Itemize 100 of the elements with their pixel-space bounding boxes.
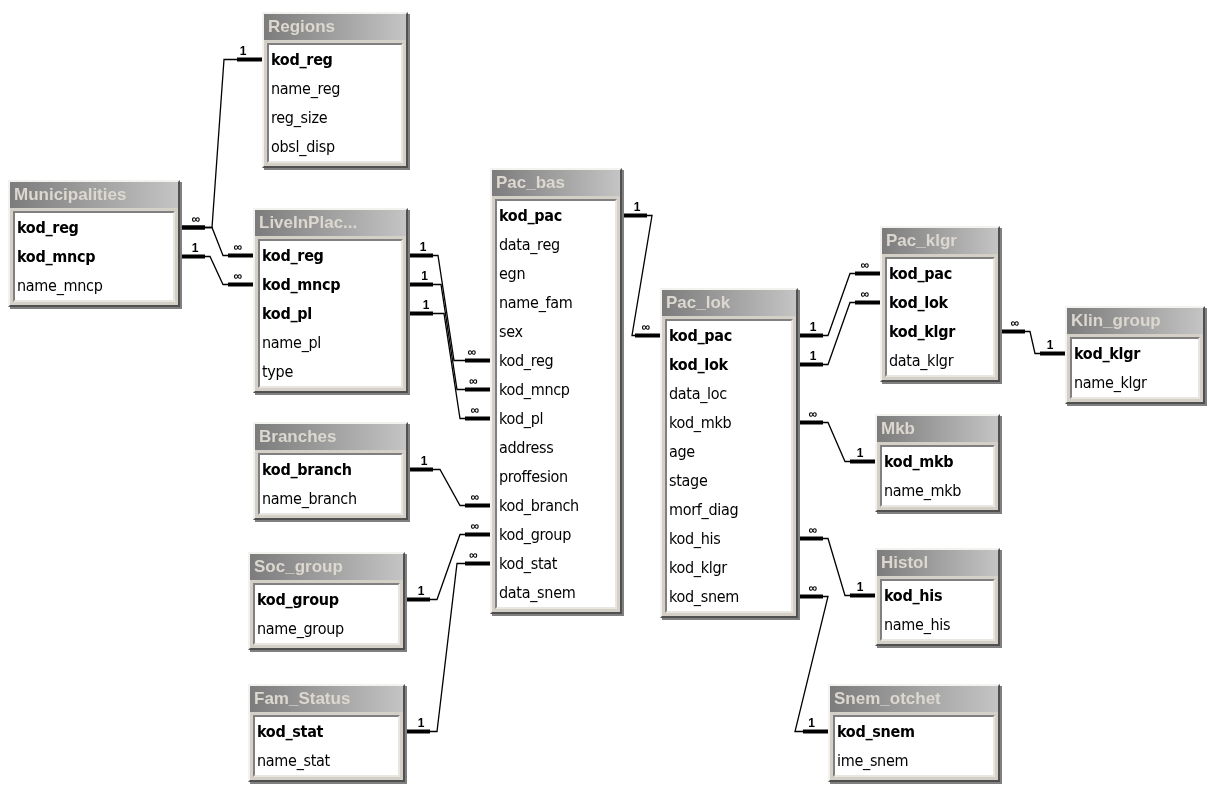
cardinality-label: ∞ <box>233 240 243 254</box>
field-name: obsl_disp <box>271 136 336 158</box>
field-name: name_klgr <box>1074 372 1148 394</box>
field-name: name_fam <box>499 292 574 314</box>
table-card <box>828 684 1000 782</box>
cardinality-label: ∞ <box>641 320 651 334</box>
cardinality-label: ∞ <box>191 212 201 226</box>
key-field-name: kod_his <box>884 585 944 607</box>
table-title: Fam_Status <box>250 686 403 712</box>
cardinality-label: ∞ <box>470 490 480 504</box>
key-field-name: kod_klgr <box>889 321 957 343</box>
field-name: address <box>499 437 555 459</box>
relationship-line <box>404 532 491 602</box>
field-name: name_pl <box>262 332 323 354</box>
key-field-name: kod_mncp <box>17 246 97 268</box>
cardinality-label: ∞ <box>233 269 243 283</box>
key-field-name: kod_reg <box>17 217 80 239</box>
relationship-line <box>179 254 254 287</box>
table-title: Mkb <box>877 416 998 442</box>
field-name: kod_group <box>499 524 572 546</box>
table-card <box>248 552 405 650</box>
cardinality-label: 1 <box>417 716 425 730</box>
relationship-line <box>999 329 1066 356</box>
table-card <box>490 168 622 614</box>
relationship-line <box>407 467 491 508</box>
cardinality-label: ∞ <box>808 523 818 537</box>
table-title: LiveInPlac... <box>255 210 406 236</box>
field-name: age <box>669 441 696 463</box>
field-name: kod_mkb <box>669 412 733 434</box>
cardinality-label: ∞ <box>470 403 480 417</box>
table-card <box>1065 306 1205 404</box>
table-card <box>880 226 1000 382</box>
field-name: data_klgr <box>889 350 955 372</box>
relationship-line <box>404 561 491 734</box>
key-field-name: kod_pac <box>669 325 733 347</box>
relationship-line <box>179 225 254 258</box>
table-title: Soc_group <box>250 554 403 580</box>
field-name: kod_stat <box>499 553 559 575</box>
field-name: stage <box>669 470 709 492</box>
cardinality-label: ∞ <box>860 287 870 301</box>
cardinality-label: 1 <box>421 269 428 283</box>
relationship-line <box>407 253 491 363</box>
key-field-name: kod_pac <box>499 205 563 227</box>
field-name: name_his <box>884 614 952 636</box>
field-name: kod_his <box>669 528 722 550</box>
key-field-name: kod_klgr <box>1074 343 1142 365</box>
relationship-line <box>797 271 881 338</box>
cardinality-label: ∞ <box>1010 316 1020 330</box>
field-name: data_loc <box>669 383 728 405</box>
field-name: proffesion <box>499 466 569 488</box>
table-title: Regions <box>264 14 406 40</box>
key-field-name: kod_pl <box>262 303 313 325</box>
cardinality-label: ∞ <box>808 581 818 595</box>
relationship-line <box>407 311 491 421</box>
key-field-name: kod_lok <box>669 354 729 376</box>
cardinality-label: 1 <box>808 716 815 730</box>
table-card <box>248 684 405 782</box>
key-field-name: kod_lok <box>889 292 949 314</box>
key-field-name: kod_mkb <box>884 451 955 473</box>
field-name: kod_snem <box>669 586 740 608</box>
cardinality-label: 1 <box>856 580 864 594</box>
cardinality-label: ∞ <box>808 407 818 421</box>
field-name: type <box>262 361 294 383</box>
field-name: kod_klgr <box>669 557 729 579</box>
field-name: name_mncp <box>17 275 104 297</box>
relationship-line <box>797 420 876 464</box>
relationship-line <box>407 282 491 392</box>
cardinality-label: 1 <box>809 349 817 363</box>
key-field-name: kod_reg <box>271 49 334 71</box>
cardinality-label: 1 <box>419 240 427 254</box>
field-name: data_snem <box>499 582 577 604</box>
key-field-name: kod_mncp <box>262 274 342 296</box>
key-field-name: kod_branch <box>262 459 353 481</box>
field-name: morf_diag <box>669 499 740 521</box>
table-card <box>262 12 408 168</box>
field-name: name_branch <box>262 488 358 510</box>
table-card <box>253 208 408 393</box>
field-name: name_reg <box>271 78 342 100</box>
cardinality-label: ∞ <box>469 374 478 388</box>
field-name: ime_snem <box>837 750 910 772</box>
table-card <box>660 288 798 618</box>
field-name: data_reg <box>499 234 561 256</box>
table-title: Snem_otchet <box>830 686 998 712</box>
relationship-line <box>797 536 876 598</box>
table-card <box>875 548 1000 646</box>
field-name: sex <box>499 321 524 343</box>
key-field-name: kod_reg <box>262 245 325 267</box>
relationship-line <box>621 213 661 338</box>
cardinality-label: ∞ <box>860 258 870 272</box>
key-field-name: kod_snem <box>837 721 916 743</box>
field-name: egn <box>499 263 527 285</box>
field-name: reg_size <box>271 107 329 129</box>
cardinality-label: ∞ <box>470 519 480 533</box>
field-name: kod_mncp <box>499 379 571 401</box>
cardinality-label: 1 <box>809 320 817 334</box>
key-field-name: kod_pac <box>889 263 953 285</box>
relationship-line <box>794 594 829 734</box>
field-name: name_mkb <box>884 480 963 502</box>
cardinality-label: 1 <box>191 241 199 255</box>
key-field-name: kod_stat <box>257 721 325 743</box>
